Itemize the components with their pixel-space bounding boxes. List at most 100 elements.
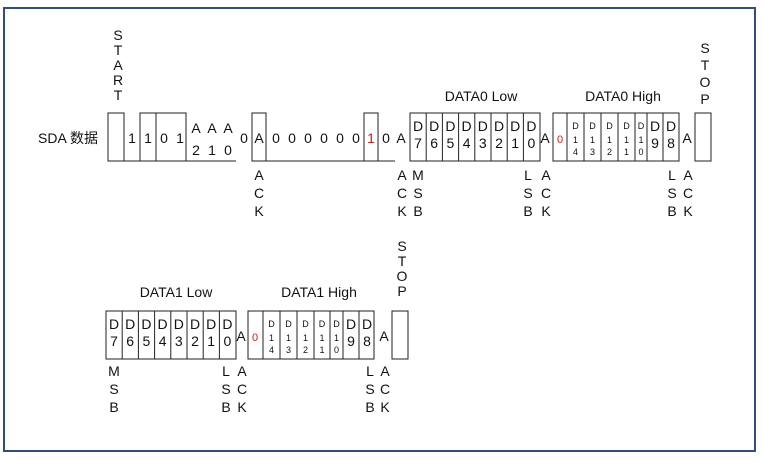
data-bit: 1 — [319, 333, 324, 343]
data-bit: D — [141, 316, 151, 332]
sda-label: SDA 数据 — [38, 130, 98, 146]
data-bit: D — [572, 121, 579, 131]
data-bit: D — [333, 319, 340, 329]
data-bit: 1 — [269, 333, 274, 343]
ack-label: C — [380, 381, 390, 397]
data-bit: D — [319, 319, 326, 329]
reg-bit: 0 — [382, 130, 390, 146]
data-bit: D — [666, 118, 676, 134]
lsb-label: S — [523, 185, 532, 201]
ack-label: C — [541, 185, 551, 201]
lsb-label: L — [366, 363, 374, 379]
data-bit: 3 — [590, 147, 595, 157]
data-bit: 0 — [224, 333, 232, 349]
ack-label: A — [254, 167, 264, 183]
data-bit: 7 — [110, 333, 118, 349]
addr-bit-a: 1 — [208, 142, 216, 158]
data-bit: 4 — [159, 333, 167, 349]
data0-high-block — [552, 112, 680, 162]
bit-one-one — [155, 112, 187, 162]
reg-bit: 0 — [288, 130, 296, 146]
stop-label: S — [700, 40, 709, 56]
reg-bit: 0 — [272, 130, 280, 146]
reg-bit: 0 — [320, 130, 328, 146]
ack-label: A — [380, 363, 390, 379]
high-bit-zero: 0 — [252, 332, 258, 344]
addr-bit-a: A — [207, 120, 217, 136]
data-bit: D — [109, 316, 119, 332]
data1-high-title: DATA1 High — [281, 284, 357, 300]
rw-bit: 0 — [240, 130, 248, 146]
start-bit — [107, 112, 125, 162]
data-bit: 2 — [495, 135, 503, 151]
data-bit: D — [362, 316, 372, 332]
data-bit: 3 — [479, 135, 487, 151]
reg-bit: 0 — [336, 130, 344, 146]
ack-bit-label: A — [379, 328, 389, 344]
data-bit: D — [445, 118, 455, 134]
stop-label: S — [397, 238, 406, 254]
ack-bit-label: A — [682, 130, 692, 146]
data-bit: D — [222, 316, 232, 332]
data-bit: D — [174, 316, 184, 332]
ack-bit-label: A — [236, 328, 246, 344]
data-bit: D — [429, 118, 439, 134]
stop-bit — [391, 310, 409, 360]
data-bit: D — [190, 316, 200, 332]
ack-bit — [251, 112, 267, 162]
data-bit: 1 — [573, 135, 578, 145]
data-bit: 2 — [191, 333, 199, 349]
reg-bit: 0 — [304, 130, 312, 146]
start-label: T — [114, 42, 123, 58]
data-bit: D — [302, 319, 309, 329]
data-bit: 8 — [667, 135, 675, 151]
ack-label: C — [254, 185, 264, 201]
addr-bit: 1 — [144, 130, 152, 146]
data-bit: 0 — [334, 345, 339, 355]
data-bit: D — [462, 118, 472, 134]
addr-bit-a: 0 — [224, 142, 232, 158]
addr-bit: 0 — [160, 130, 168, 146]
lsb-label: L — [524, 167, 532, 183]
data-bit: 5 — [143, 333, 151, 349]
stop-label: T — [398, 253, 407, 269]
lsb-label: B — [221, 399, 230, 415]
data-bit: 0 — [528, 135, 536, 151]
data1-low-title: DATA1 Low — [140, 284, 214, 300]
data-bit: 1 — [319, 345, 324, 355]
data-bit: D — [494, 118, 504, 134]
addr-bit-a: A — [191, 120, 201, 136]
reg-bit-red: 1 — [367, 130, 375, 146]
data-bit: D — [125, 316, 135, 332]
data-bit: D — [638, 121, 645, 131]
ack-label: K — [237, 399, 247, 415]
data-bit: 2 — [607, 147, 612, 157]
ack-label: C — [683, 185, 693, 201]
data-bit: 8 — [363, 333, 371, 349]
data-bit: D — [623, 121, 630, 131]
data-bit: D — [206, 316, 216, 332]
lsb-label: S — [365, 381, 374, 397]
ack-label: K — [397, 203, 407, 219]
data-bit: 4 — [573, 147, 578, 157]
data-bit: D — [285, 319, 292, 329]
data-bit: D — [650, 118, 660, 134]
data0-low-title: DATA0 Low — [445, 88, 519, 104]
addr-bit: 1 — [176, 130, 184, 146]
reg-bit-high — [363, 112, 379, 162]
data-bit: D — [526, 118, 536, 134]
lsb-label: B — [667, 203, 676, 219]
ack-label: C — [237, 381, 247, 397]
data-bit: 1 — [511, 135, 519, 151]
data-bit: D — [510, 118, 520, 134]
data1-high-block — [247, 310, 375, 360]
ack-label: K — [254, 203, 264, 219]
ack-label: A — [541, 167, 551, 183]
ack-label: A — [397, 167, 407, 183]
data0-high-title: DATA0 High — [585, 88, 661, 104]
data-bit: D — [346, 316, 356, 332]
start-label: T — [114, 87, 123, 103]
stop-label: P — [397, 283, 406, 299]
data-bit: 6 — [430, 135, 438, 151]
ack-bit-label: A — [254, 130, 264, 146]
